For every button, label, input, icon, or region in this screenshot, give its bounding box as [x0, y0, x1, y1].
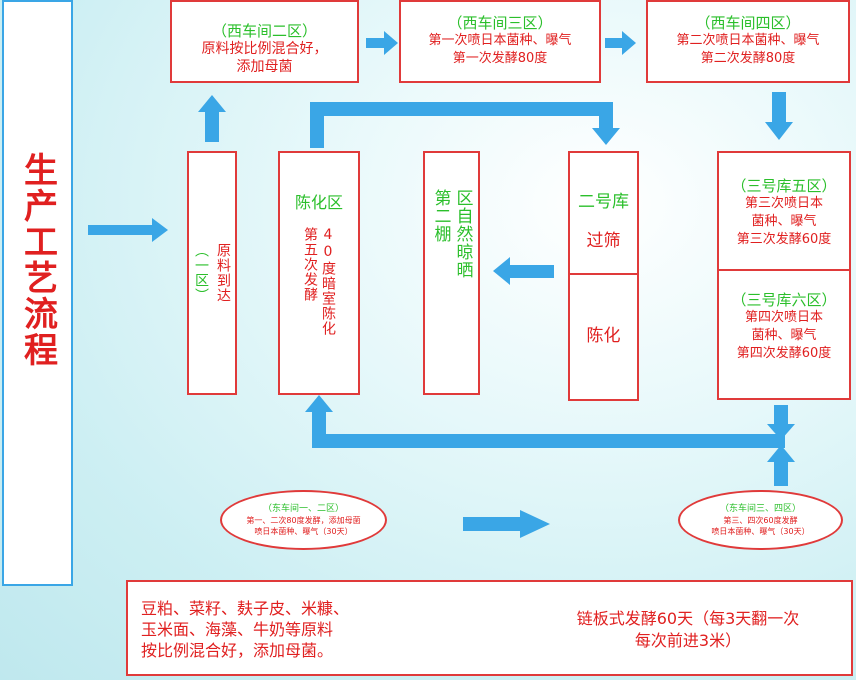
- warehouse2-sieve: 过筛: [586, 231, 621, 251]
- west-zone3-line2: 第一次发酵80度: [452, 51, 548, 66]
- warehouse2-title: 二号库: [578, 192, 629, 212]
- east34-ellipse: （东车间三、四区） 第三、四次60度发酵 喷日本菌种、曝气（30天）: [678, 490, 843, 550]
- east34-title: （东车间三、四区）: [719, 504, 801, 514]
- east12-line1: 第一、二次80度发酵，添加母菌: [246, 516, 361, 525]
- raw-arrival-label: 原料到达: [215, 243, 231, 303]
- east34-line1: 第三、四次60度发酵: [723, 516, 798, 525]
- bottom-materials: 豆粕、菜籽、麸子皮、米糠、 玉米面、海藻、牛奶等原料 按比例混合好，添加母菌。: [141, 598, 349, 661]
- arrow-zone1-up: [198, 95, 226, 142]
- west-zone4-line1: 第二次喷日本菌种、曝气: [676, 33, 820, 48]
- zone5-title: （三号库五区）: [731, 177, 837, 195]
- arrow-zone4-down: [765, 92, 793, 140]
- side-title: 生产工艺流程: [17, 152, 58, 368]
- raw-arrival-box: （一区） 原料到达: [187, 151, 237, 395]
- warehouse2-aging: 陈化: [586, 326, 621, 346]
- zone5-line1: 第三次喷日本: [744, 196, 823, 211]
- east12-ellipse: （东车间一、二区） 第一、二次80度发酵，添加母菌 喷日本菌种、曝气（30天）: [220, 490, 387, 550]
- warehouse3-zone6-box: （三号库六区） 第四次喷日本 菌种、曝气 第四次发酵60度: [717, 269, 851, 400]
- west-zone2-title: （西车间二区）: [211, 22, 317, 40]
- bottom-chain-line1: 链板式发酵60天（每3天翻一次: [576, 609, 800, 628]
- arrow-east34-up: [767, 445, 795, 486]
- shed-line2: 区自然晾晒: [452, 189, 473, 279]
- west-zone4-title: （西车间四区）: [695, 14, 801, 32]
- zone6-title: （三号库六区）: [731, 291, 837, 309]
- shed-line1: 第二棚: [430, 189, 451, 243]
- arrow-zone2-to-zone3: [366, 31, 398, 55]
- west-zone2-line2: 添加母菌: [236, 59, 293, 75]
- zone5-line2: 菌种、曝气: [751, 214, 817, 229]
- aging-zone-title: 陈化区: [294, 193, 343, 212]
- arrow-warehouse2-to-shed: [493, 257, 554, 285]
- arrow-aging-loop-to-warehouse2: [310, 102, 620, 148]
- east12-line2: 喷日本菌种、曝气（30天）: [254, 527, 353, 536]
- bottom-chain-line2: 每次前进3米）: [634, 631, 742, 650]
- bottom-materials-line3: 按比例混合好，添加母菌。: [141, 641, 334, 660]
- bottom-materials-line2: 玉米面、海藻、牛奶等原料: [141, 620, 334, 639]
- bottom-process-box: 豆粕、菜籽、麸子皮、米糠、 玉米面、海藻、牛奶等原料 按比例混合好，添加母菌。 …: [126, 580, 853, 676]
- bottom-materials-line1: 豆粕、菜籽、麸子皮、米糠、: [141, 599, 350, 618]
- west-zone3-line1: 第一次喷日本菌种、曝气: [428, 33, 572, 48]
- arrow-bottom-loop-to-aging: [305, 395, 785, 448]
- west-zone2-box: （西车间二区） 原料按比例混合好， 添加母菌: [170, 0, 359, 83]
- arrow-east12-to-east34: [463, 510, 550, 538]
- west-zone4-line2: 第二次发酵80度: [700, 51, 796, 66]
- warehouse2-divider: [570, 273, 637, 275]
- east34-line2: 喷日本菌种、曝气（30天）: [711, 527, 810, 536]
- raw-arrival-zone: （一区）: [193, 243, 209, 303]
- west-zone3-box: （西车间三区） 第一次喷日本菌种、曝气 第一次发酵80度: [399, 0, 601, 83]
- zone6-line1: 第四次喷日本: [744, 310, 823, 325]
- zone6-line2: 菌种、曝气: [751, 328, 817, 343]
- warehouse2-box: 二号库 过筛 陈化: [568, 151, 639, 401]
- warehouse3-zone5-box: （三号库五区） 第三次喷日本 菌种、曝气 第三次发酵60度: [717, 151, 851, 271]
- west-zone2-line1: 原料按比例混合好，: [201, 41, 328, 57]
- arrow-zone6-down: [767, 405, 795, 440]
- arrow-title-to-zone1: [88, 218, 168, 242]
- shed-drying-box: 第二棚 区自然晾晒: [423, 151, 480, 395]
- aging-zone-box: 陈化区 第五次发酵 40度暗室陈化: [278, 151, 360, 395]
- arrow-zone3-to-zone4: [605, 31, 636, 55]
- zone5-line3: 第三次发酵60度: [736, 232, 832, 247]
- bottom-chain-fermentation: 链板式发酵60天（每3天翻一次 每次前进3米）: [538, 608, 838, 652]
- east12-title: （东车间一、二区）: [262, 504, 344, 514]
- zone6-line3: 第四次发酵60度: [736, 346, 832, 361]
- aging-zone-col2: 40度暗室陈化: [320, 227, 336, 336]
- side-title-panel: 生产工艺流程: [2, 0, 73, 586]
- west-zone3-title: （西车间三区）: [447, 14, 553, 32]
- aging-zone-col1: 第五次发酵: [302, 227, 318, 302]
- west-zone4-box: （西车间四区） 第二次喷日本菌种、曝气 第二次发酵80度: [646, 0, 850, 83]
